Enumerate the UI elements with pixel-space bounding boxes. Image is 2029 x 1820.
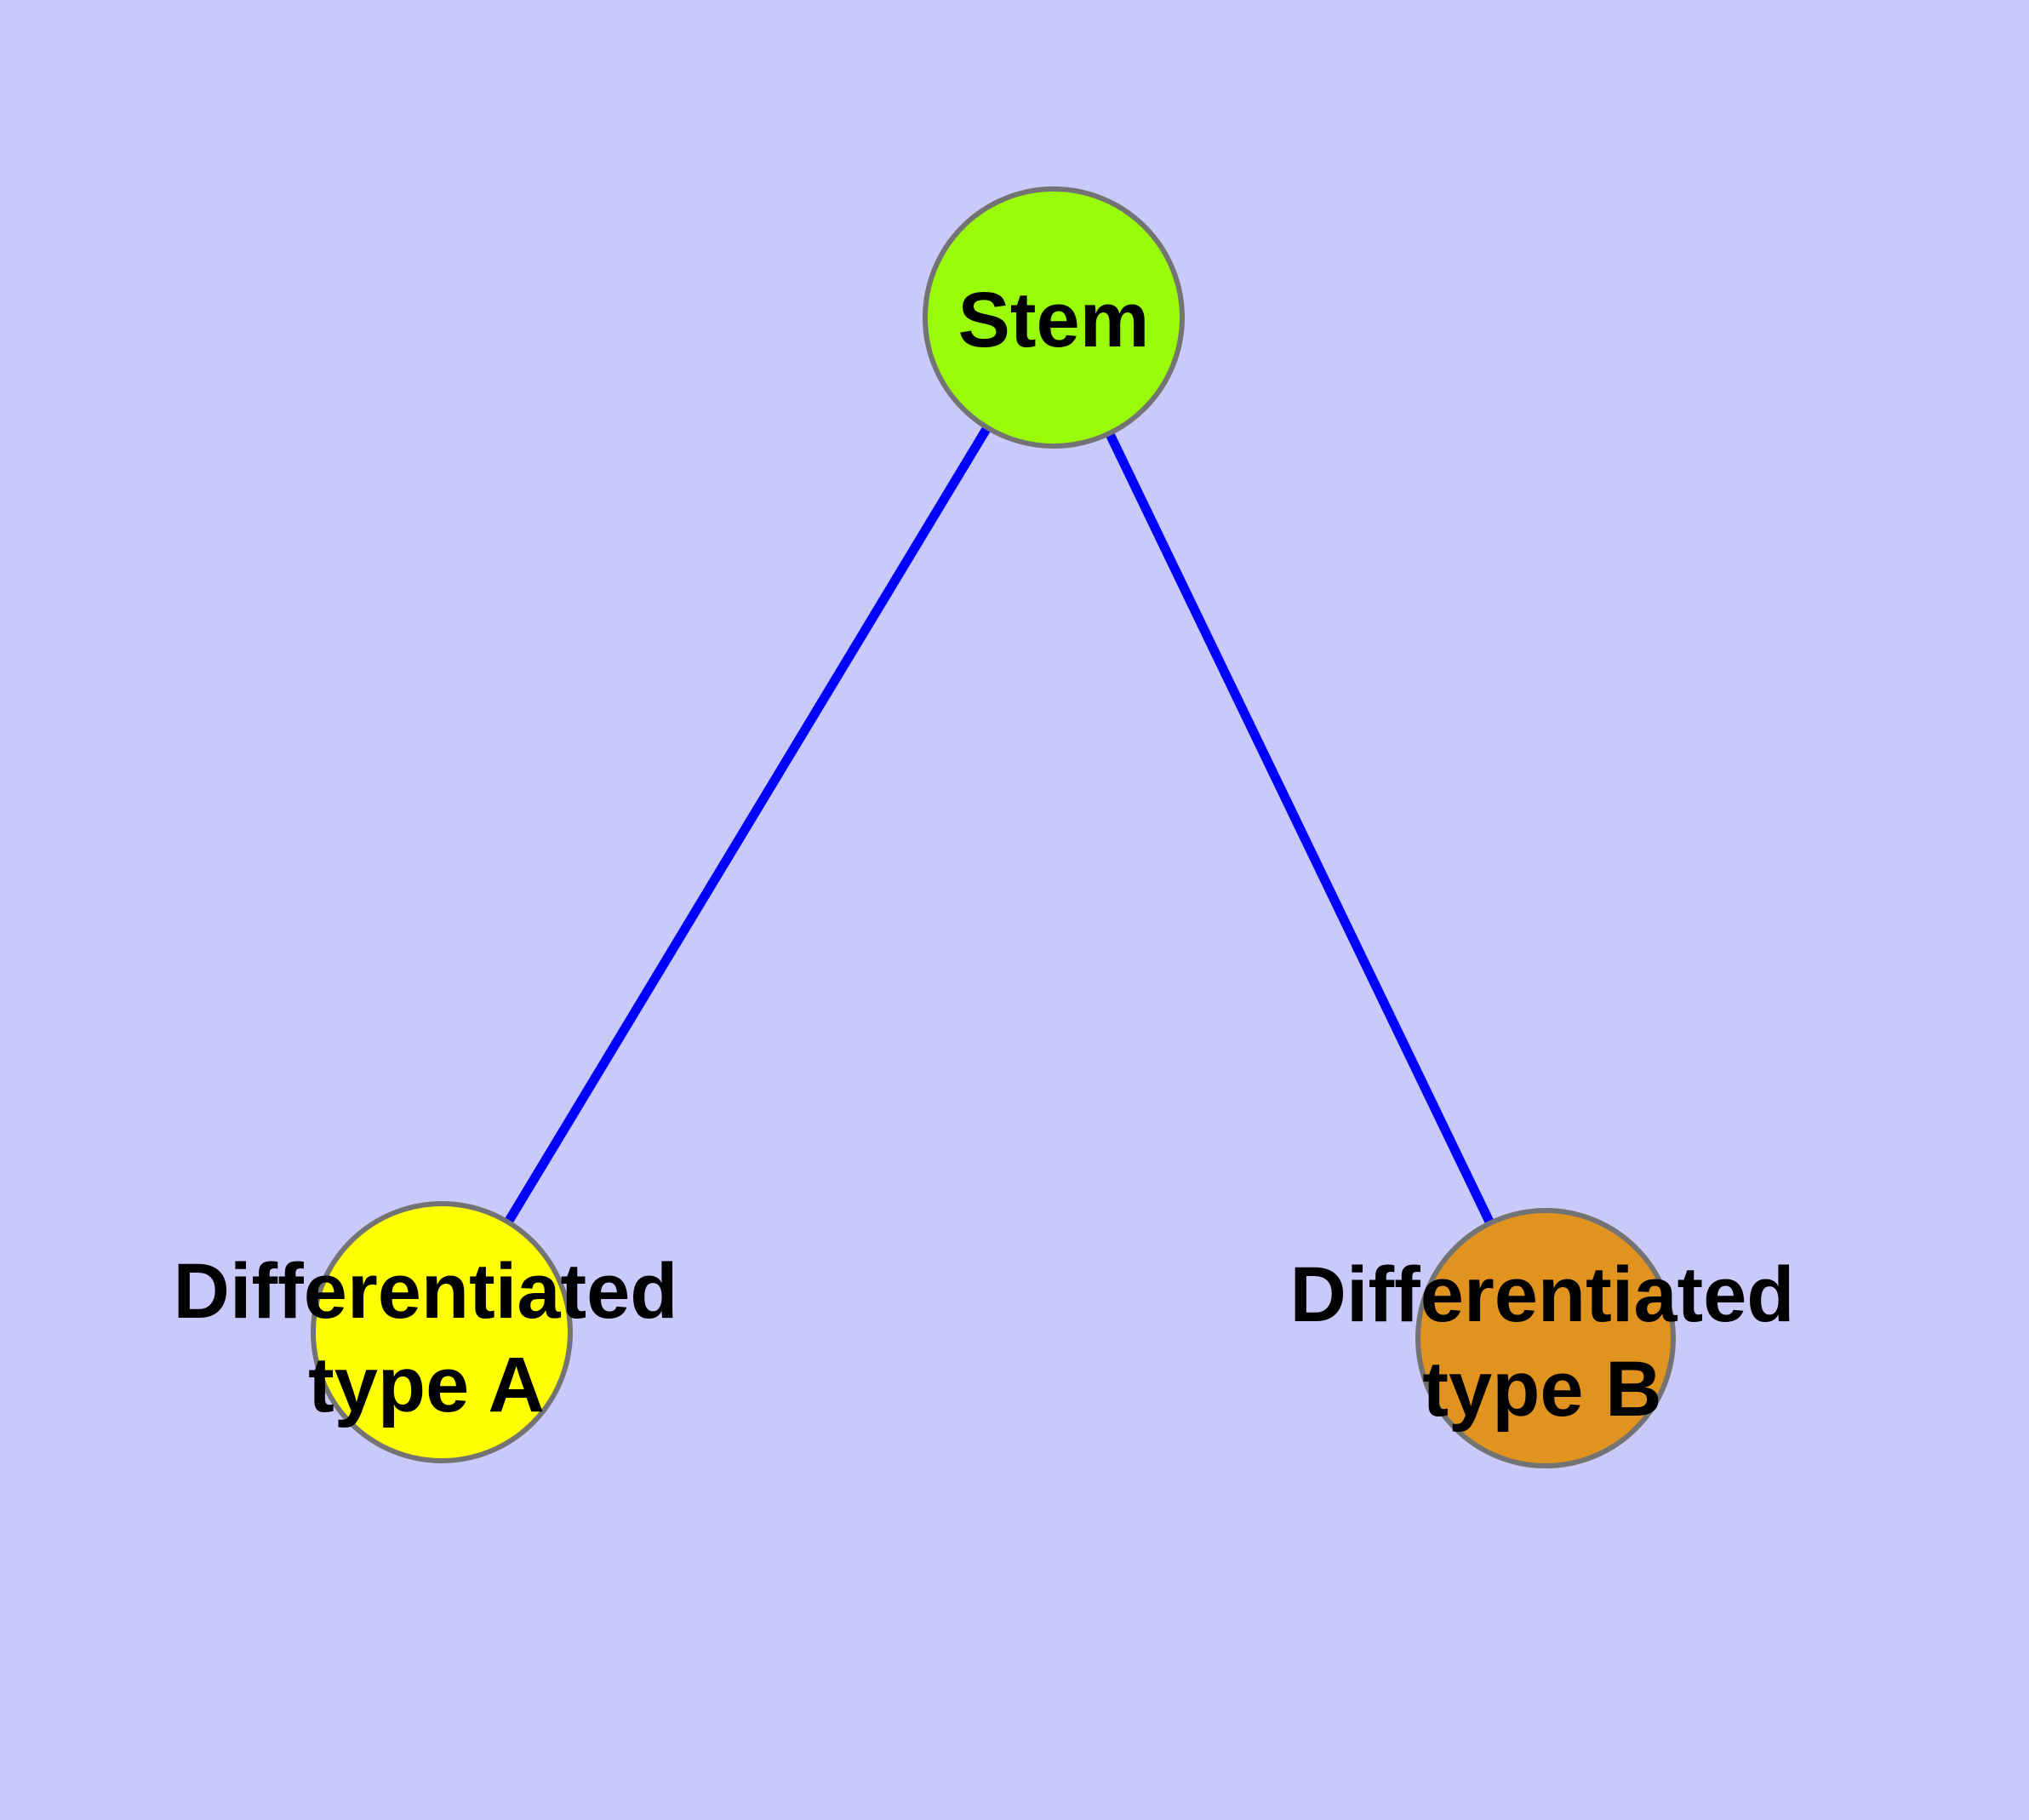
edge-stem-to-differentiated-type-b	[1049, 315, 1550, 1341]
edge-stem-to-differentiated-type-a	[437, 315, 1058, 1335]
node-stem-circle	[923, 186, 1185, 449]
node-differentiated-type-a-label-line-2: type A	[308, 1342, 545, 1428]
node-differentiated-type-a-circle	[311, 1201, 573, 1463]
node-differentiated-type-b-circle	[1415, 1208, 1676, 1468]
node-differentiated-type-a-label-line-1: Differentiated	[174, 1248, 678, 1335]
node-stem-label-line-1: Stem	[958, 277, 1150, 363]
node-differentiated-type-b-label-line-1: Differentiated	[1290, 1251, 1795, 1338]
node-differentiated-type-b-label-line-2: type B	[1422, 1346, 1661, 1433]
